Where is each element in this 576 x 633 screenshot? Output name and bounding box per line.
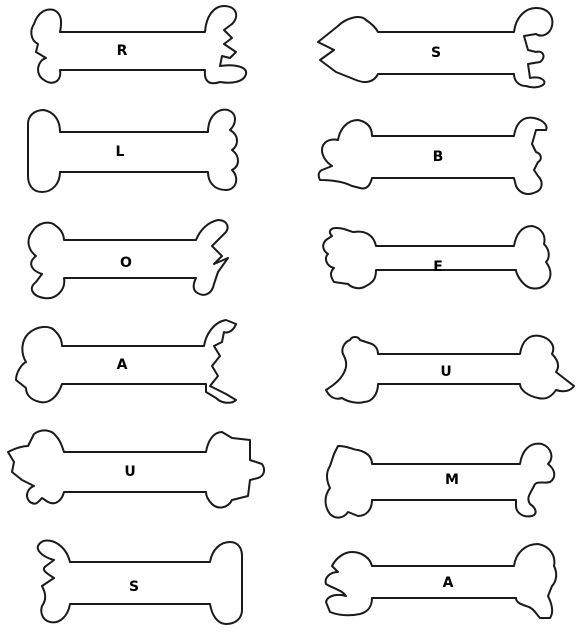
bone-piece: M — [326, 444, 555, 518]
bone-piece: A — [16, 320, 236, 403]
bone-letter: U — [440, 364, 451, 380]
bone-letter: L — [116, 144, 125, 160]
bone-piece: U — [8, 430, 264, 507]
bone-piece: B — [319, 118, 547, 194]
bone-letter: U — [124, 464, 135, 480]
bone-piece: U — [326, 336, 574, 403]
bone-letter: M — [445, 472, 459, 488]
bone-letter: S — [431, 45, 441, 61]
bone-letter: O — [120, 255, 132, 271]
bone-letter: A — [117, 357, 128, 373]
bone-letter: A — [443, 575, 454, 591]
bone-piece: S — [38, 541, 242, 625]
bone-piece: A — [326, 544, 557, 618]
bone-piece: S — [318, 8, 552, 87]
bone-letter: R — [117, 43, 128, 59]
bone-piece: E — [323, 226, 550, 289]
bone-piece: R — [31, 6, 246, 83]
bone-letter: S — [129, 579, 139, 595]
bone-letter: B — [433, 149, 444, 165]
bone-piece: L — [28, 110, 238, 192]
bone-letter: E — [433, 259, 443, 275]
bone-piece: O — [29, 220, 228, 298]
